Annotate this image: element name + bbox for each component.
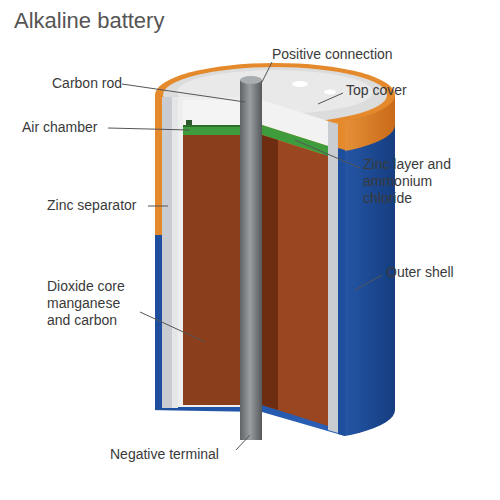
leader-line	[122, 84, 245, 102]
zinc-separator	[328, 121, 338, 433]
part-label: Top cover	[346, 82, 407, 99]
diagram-title: Alkaline battery	[14, 8, 164, 34]
leader-line	[148, 206, 168, 207]
carbon-rod	[240, 80, 262, 440]
zinc-layer-edge	[183, 125, 240, 127]
leader-line	[318, 93, 343, 104]
leader-line	[295, 140, 360, 168]
zinc-separator	[162, 97, 178, 408]
leader-line	[236, 435, 250, 450]
part-label: Outer shell	[386, 264, 454, 281]
core-shadow	[262, 135, 278, 410]
leader-lines	[108, 62, 382, 450]
part-label: Dioxide core manganese and carbon	[47, 278, 139, 329]
cover-vent	[292, 81, 308, 87]
leader-line	[355, 275, 382, 290]
leader-line	[262, 62, 272, 82]
part-label: Carbon rod	[52, 75, 122, 92]
part-label: Positive connection	[272, 46, 393, 63]
shell-section	[338, 119, 345, 150]
dioxide-core	[183, 135, 240, 405]
part-label: Zinc layer and ammonium chloride	[363, 156, 459, 207]
rod-cap	[240, 76, 262, 84]
shell-section	[155, 235, 162, 410]
air-chamber	[183, 100, 240, 125]
air-chamber-detail	[186, 120, 192, 125]
part-label: Air chamber	[22, 119, 97, 136]
leader-line	[108, 128, 190, 130]
shell-section	[155, 95, 162, 235]
leader-line	[140, 312, 205, 342]
cover-vent	[324, 90, 336, 95]
inner-wall	[178, 97, 240, 407]
outer-shell	[155, 95, 395, 442]
shell-section	[338, 148, 345, 436]
part-label: Negative terminal	[110, 446, 219, 463]
dioxide-core	[262, 135, 328, 426]
part-label: Zinc separator	[47, 197, 136, 214]
zinc-layer	[183, 125, 240, 135]
zinc-separator-edge	[172, 97, 178, 408]
